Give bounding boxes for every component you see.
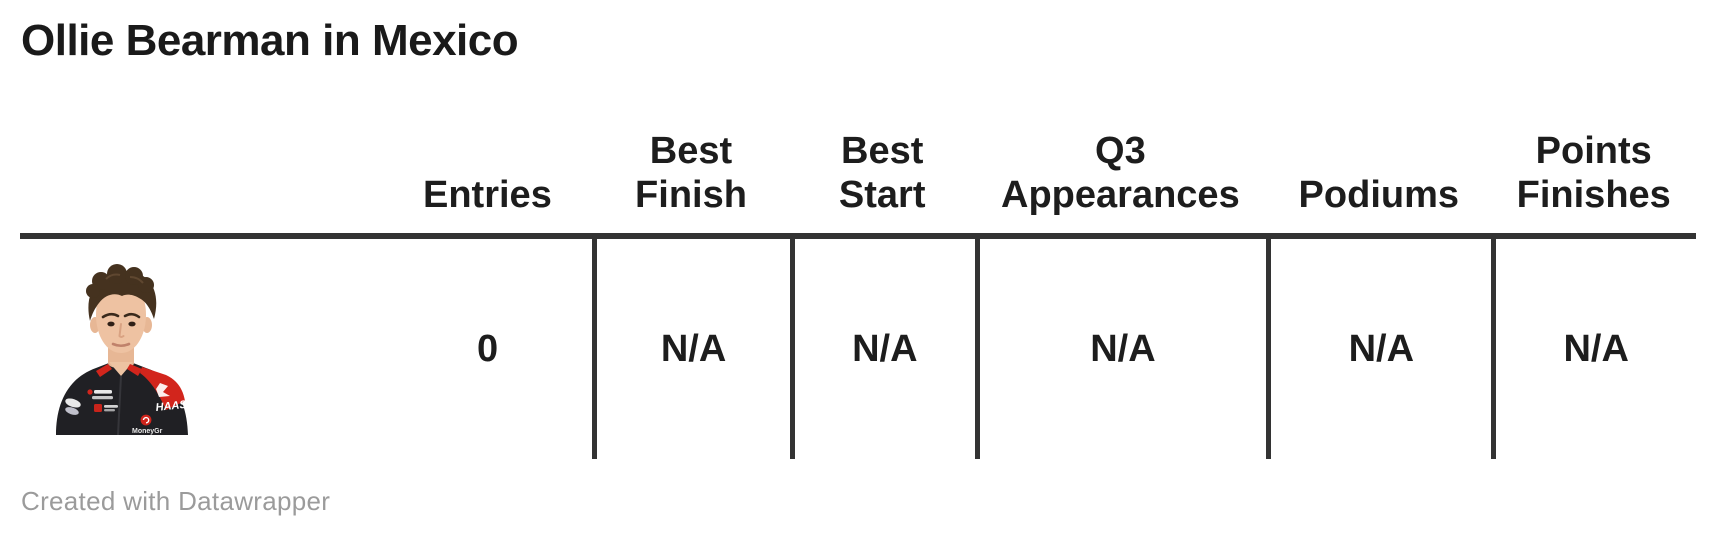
column-header-q3-appearances: Q3 Appearances xyxy=(1001,130,1240,216)
cell-entries: 0 xyxy=(477,327,499,370)
cell-points-finishes: N/A xyxy=(1491,239,1696,459)
column-header-entries: Entries xyxy=(423,174,552,216)
driver-photo: HAAS MoneyGr xyxy=(56,264,188,435)
stats-table: Entries Best Finish Best Start Q3 Appear… xyxy=(20,129,1696,459)
table-row: HAAS MoneyGr 0 N/A N/A N/A N/A N/A xyxy=(20,239,1696,459)
chart-title: Ollie Bearman in Mexico xyxy=(21,16,519,65)
svg-text:HAAS: HAAS xyxy=(155,399,188,414)
cell-driver-photo: HAAS MoneyGr xyxy=(20,239,383,459)
cell-best-start: N/A xyxy=(789,239,975,459)
svg-text:MoneyGr: MoneyGr xyxy=(132,428,163,435)
column-header-points-finishes: Points Finishes xyxy=(1516,130,1671,216)
cell-podiums: N/A xyxy=(1266,239,1491,459)
cell-best-finish: N/A xyxy=(592,239,790,459)
column-header-podiums: Podiums xyxy=(1298,174,1460,216)
table-header-row: Entries Best Finish Best Start Q3 Appear… xyxy=(20,129,1696,239)
column-header-best-finish: Best Finish xyxy=(635,130,747,216)
column-header-best-start: Best Start xyxy=(838,130,926,216)
cell-q3-appearances: N/A xyxy=(974,239,1266,459)
datawrapper-credit: Created with Datawrapper xyxy=(21,486,331,516)
